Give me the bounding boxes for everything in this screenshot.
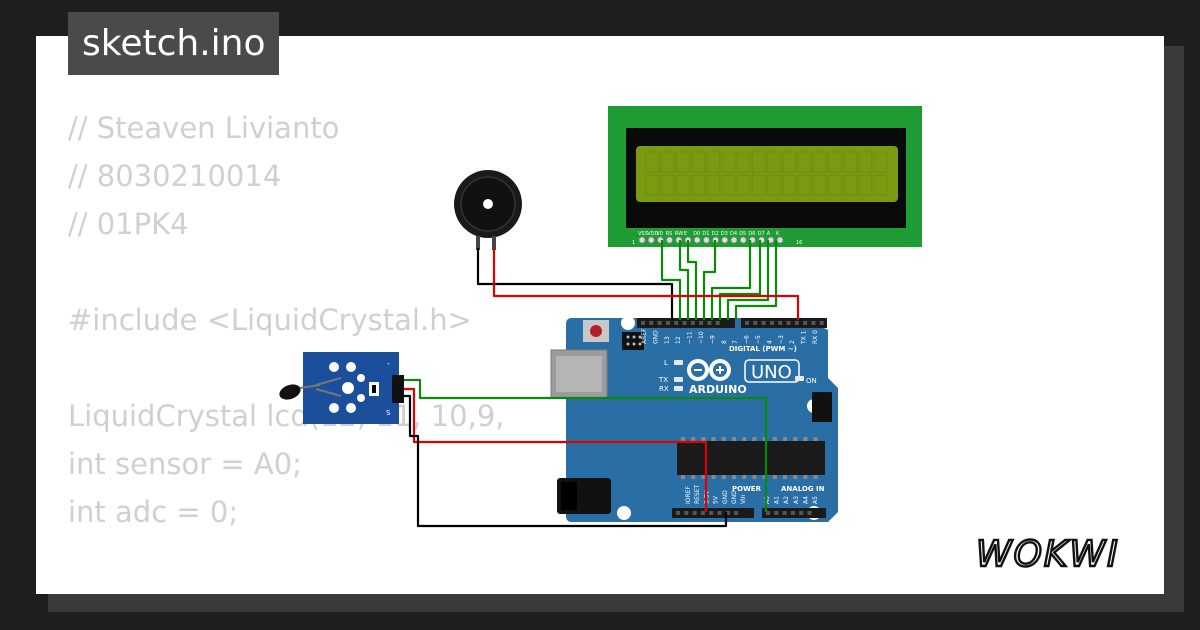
power-header-label: POWER <box>732 485 762 493</box>
lcd-pin-last-label: 16 <box>796 240 802 246</box>
lcd-pin-label: D4 <box>730 231 737 237</box>
temperature-sensor-module[interactable]: S - <box>277 352 404 424</box>
board-pin-label: RX 0 <box>812 330 819 344</box>
led-rx-label: RX <box>659 385 669 393</box>
board-pin-label: A5 <box>812 496 819 504</box>
board-pin-label: 8 <box>721 340 728 344</box>
code-line: int sensor = A0; <box>68 447 302 481</box>
on-led-label: ON <box>806 377 817 385</box>
digital-header-label: DIGITAL (PWM ~) <box>729 345 797 353</box>
lcd-pin-label: D3 <box>721 231 728 237</box>
lcd-pin-label: D0 <box>693 231 700 237</box>
arduino-brand-label: ARDUINO <box>689 383 747 396</box>
board-pin-label: ~6 <box>744 335 751 344</box>
board-pin-label: 2 <box>789 340 796 344</box>
board-pin-label: RESET <box>694 484 701 504</box>
lcd-pin-first-label: 1 <box>632 240 635 246</box>
arduino-logo <box>687 359 731 381</box>
board-pin-label: ~3 <box>778 335 785 344</box>
board-pin-label: ~11 <box>687 331 694 344</box>
board-pin-label: Vin <box>740 494 747 504</box>
code-line: // 01PK4 <box>68 207 189 241</box>
led-tx-label: TX <box>658 376 668 384</box>
board-pin-label: A3 <box>793 496 800 504</box>
board-pin-label: 5V <box>713 495 720 504</box>
lcd-pin-label: E <box>684 231 687 237</box>
code-line: int adc = 0; <box>68 495 239 529</box>
board-pin-label: TX 1 <box>801 330 808 345</box>
board-pin-label: ~10 <box>698 331 705 344</box>
svg-text:WOKWI: WOKWI <box>976 534 1120 575</box>
lcd-pin-label: D6 <box>748 231 755 237</box>
code-line: #include <LiquidCrystal.h> <box>68 303 472 337</box>
board-pin-label: A1 <box>774 496 781 504</box>
code-line: void setup() { <box>68 584 505 594</box>
sensor-pin-minus-label: - <box>387 359 390 368</box>
code-listing: // Steaven Livianto // 8030210014 // 01P… <box>68 104 505 594</box>
wokwi-logo: WOKWI <box>974 530 1150 580</box>
lcd-pin-label: VSS <box>638 231 648 237</box>
board-pin-label: AREF <box>641 328 648 344</box>
arduino-model-label: UNO <box>751 362 792 383</box>
board-pin-label: GND <box>722 490 729 504</box>
board-pin-label: GND <box>652 330 659 344</box>
buzzer[interactable] <box>454 170 522 250</box>
lcd-pin-label: V0 <box>656 231 663 237</box>
file-tab-sketch[interactable]: sketch.ino <box>68 12 280 75</box>
analog-header-label: ANALOG IN <box>781 485 825 493</box>
board-pin-label: 13 <box>664 336 671 344</box>
lcd-pin-label: VDD <box>647 231 658 237</box>
board-pin-label: A0 <box>764 496 771 504</box>
wire-bundle <box>404 240 800 528</box>
preview-card: // Steaven Livianto // 8030210014 // 01P… <box>36 36 1164 594</box>
board-pin-label: A4 <box>802 496 809 504</box>
lcd-pin-label: D5 <box>739 231 746 237</box>
board-pin-label: A2 <box>783 496 790 504</box>
board-pin-label: ~9 <box>709 335 716 344</box>
wokwi-logo-text: WOKWI <box>975 533 1120 576</box>
led-l-label: L <box>664 359 668 367</box>
lcd-pin-label: D1 <box>702 231 709 237</box>
board-pin-label: 4 <box>766 340 773 344</box>
lcd-pin-label: D7 <box>758 231 765 237</box>
code-line: // Steaven Livianto <box>68 111 340 145</box>
arduino-uno-board[interactable]: ARDUINO UNO DIGITAL (PWM ~) POWER ANALOG… <box>550 316 838 522</box>
board-pin-label: ~5 <box>755 335 762 344</box>
board-pin-label: GND <box>731 490 738 504</box>
code-line: // 8030210014 <box>68 159 282 193</box>
board-pin-label: 7 <box>732 340 739 344</box>
lcd-pin-label: RS <box>666 231 673 237</box>
lcd-pin-label: RW <box>675 231 683 237</box>
lcd-pin-label: A <box>767 231 771 237</box>
sensor-pin-s-label: S <box>386 409 391 417</box>
lcd-pin-label: D2 <box>712 231 719 237</box>
lcd-pin-label: K <box>776 231 780 237</box>
board-pin-label: 12 <box>675 336 682 344</box>
board-pin-label: IOREF <box>685 486 692 504</box>
